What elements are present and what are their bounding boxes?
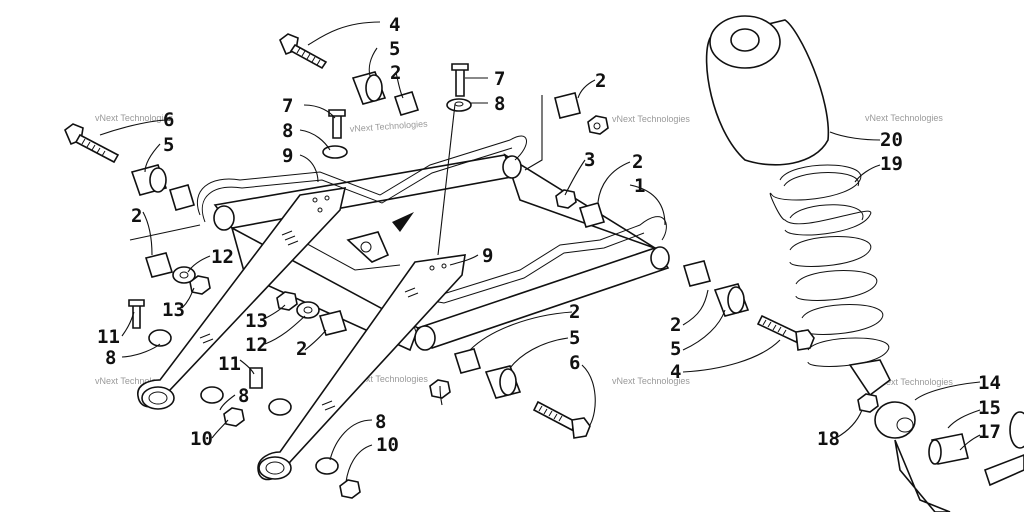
- bolt-4-top: [279, 33, 328, 70]
- callout-11: 11: [97, 326, 120, 348]
- callout-13: 13: [245, 310, 268, 332]
- callout-8: 8: [375, 411, 386, 433]
- callout-12: 12: [245, 334, 268, 356]
- callout-2: 2: [670, 314, 681, 336]
- callout-5: 5: [389, 38, 400, 60]
- shock-absorber: [705, 15, 1024, 512]
- callout-15: 15: [978, 397, 1001, 419]
- bolt-6-left: [64, 123, 120, 164]
- right-suspension-arm: [257, 254, 466, 481]
- callout-17: 17: [978, 421, 1001, 443]
- callout-9: 9: [482, 245, 493, 267]
- leader-lines: [99, 21, 981, 483]
- callout-18: 18: [817, 428, 840, 450]
- callout-6: 6: [163, 109, 174, 131]
- callout-5: 5: [163, 134, 174, 156]
- watermark: vNext Technologies: [865, 113, 943, 123]
- callout-5: 5: [670, 338, 681, 360]
- callout-8: 8: [494, 93, 505, 115]
- callout-4: 4: [670, 361, 681, 383]
- callout-6: 6: [569, 352, 580, 374]
- callout-1: 1: [634, 175, 645, 197]
- callout-10: 10: [376, 434, 399, 456]
- callout-2: 2: [131, 205, 142, 227]
- callout-12: 12: [211, 246, 234, 268]
- spacers: [130, 71, 750, 399]
- watermark: vNext Technologies: [350, 374, 428, 384]
- callout-labels: 1 2 2 2 2 2 2 2 3 4 4 5 5 5 5 6 6 7 7 8 …: [97, 14, 1001, 456]
- callout-2: 2: [569, 301, 580, 323]
- callout-2: 2: [390, 62, 401, 84]
- callout-8: 8: [238, 385, 249, 407]
- callout-2: 2: [632, 151, 643, 173]
- callout-14: 14: [978, 372, 1001, 394]
- callout-20: 20: [880, 129, 903, 151]
- callout-5: 5: [569, 327, 580, 349]
- watermark: vNext Technologies: [95, 113, 173, 123]
- watermark: vNext Technologies: [349, 119, 428, 134]
- watermark: vNext Technologies: [875, 377, 953, 387]
- callout-7: 7: [282, 95, 293, 117]
- callout-7: 7: [494, 68, 505, 90]
- left-suspension-arm: [137, 187, 347, 410]
- callout-19: 19: [880, 153, 903, 175]
- callout-2: 2: [595, 70, 606, 92]
- callout-3: 3: [584, 149, 595, 171]
- watermark: vNext Technologies: [612, 376, 690, 386]
- callout-9: 9: [282, 145, 293, 167]
- callout-4: 4: [389, 14, 400, 36]
- small-hardware: [128, 63, 609, 499]
- bolt-4-right: [756, 314, 815, 351]
- watermark: vNext Technologies: [612, 114, 690, 124]
- callout-10: 10: [190, 428, 213, 450]
- callout-2: 2: [296, 338, 307, 360]
- watermark: vNext Technologies: [95, 376, 173, 386]
- bolt-6-bottom: [532, 400, 591, 439]
- callout-11: 11: [218, 353, 241, 375]
- callout-8: 8: [282, 120, 293, 142]
- callout-8: 8: [105, 347, 116, 369]
- callout-13: 13: [162, 299, 185, 321]
